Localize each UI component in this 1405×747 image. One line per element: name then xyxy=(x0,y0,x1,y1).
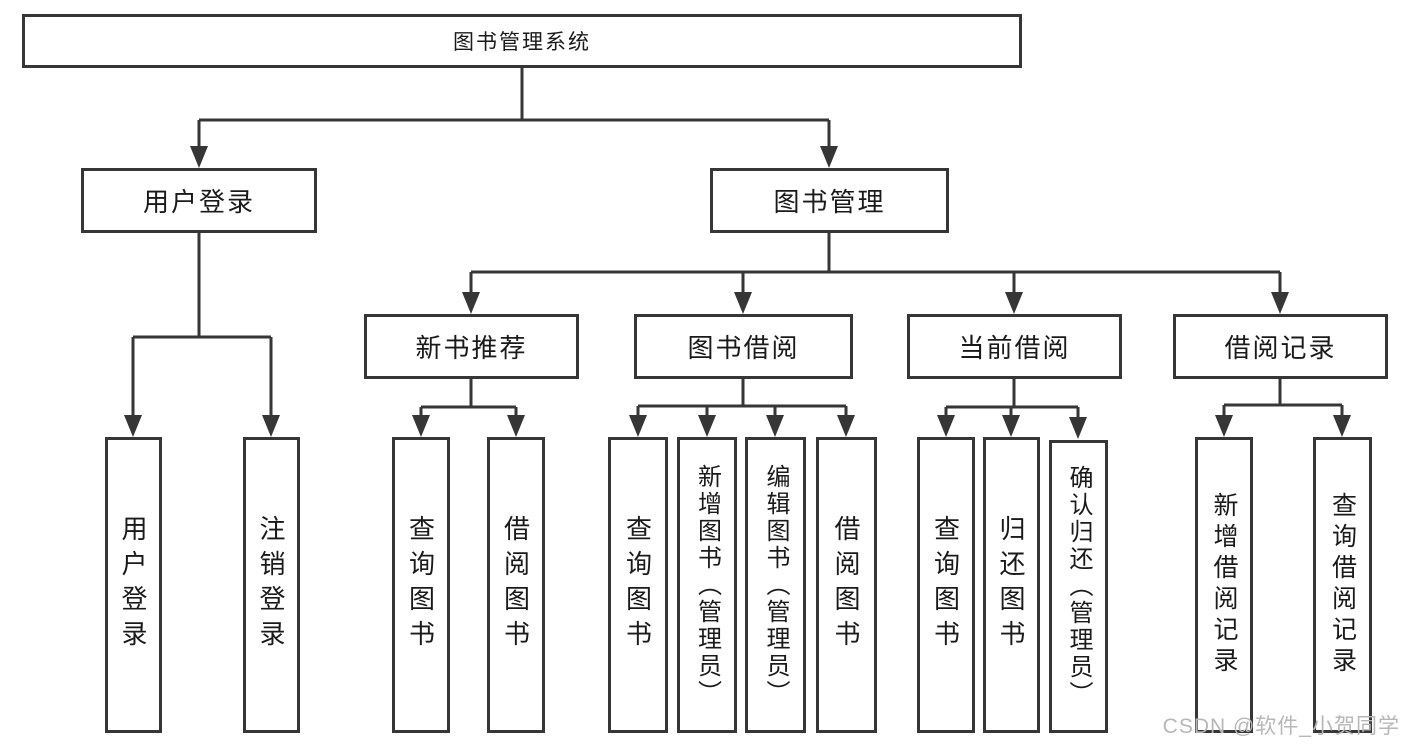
node-library-management-system-label: 图书管理系统 xyxy=(453,31,591,54)
node-return-book: 归还图书 xyxy=(983,437,1040,733)
node-add-borrow-record: 新增借阅记录 xyxy=(1195,437,1253,733)
node-edit-book-admin-label: 编辑图书（管理员） xyxy=(762,463,789,707)
node-book-borrow: 图书借阅 xyxy=(634,314,853,379)
connector-book-borrow-to-children xyxy=(629,379,855,437)
node-current-borrow-label: 当前借阅 xyxy=(958,333,1071,363)
csdn-watermark: CSDN @软件_小贺同学 xyxy=(1162,715,1400,738)
node-query-book-3-label: 查询图书 xyxy=(930,515,961,655)
node-book-management: 图书管理 xyxy=(710,168,949,233)
node-confirm-return-admin-label: 确认归还（管理员） xyxy=(1065,465,1092,708)
node-logout-action-label: 注销登录 xyxy=(256,515,286,655)
node-new-book-recommend-label: 新书推荐 xyxy=(415,333,528,363)
connector-borrow-record-to-children xyxy=(1215,379,1351,437)
node-confirm-return-admin: 确认归还（管理员） xyxy=(1049,440,1108,733)
node-library-management-system: 图书管理系统 xyxy=(22,14,1022,68)
node-user-login: 用户登录 xyxy=(81,168,317,233)
node-query-book-2-label: 查询图书 xyxy=(622,515,653,655)
node-borrow-record-label: 借阅记录 xyxy=(1224,333,1337,363)
node-borrow-record: 借阅记录 xyxy=(1173,314,1388,379)
node-add-book-admin-label: 新增图书（管理员） xyxy=(693,463,721,707)
node-book-borrow-label: 图书借阅 xyxy=(687,333,800,363)
node-user-login-action: 用户登录 xyxy=(105,437,162,733)
node-query-book-1: 查询图书 xyxy=(392,437,450,733)
connector-new-book-to-children xyxy=(412,379,525,437)
node-add-book-admin: 新增图书（管理员） xyxy=(677,437,737,733)
connector-book-management-to-level3 xyxy=(462,233,1289,314)
node-user-login-action-label: 用户登录 xyxy=(118,515,148,655)
node-borrow-book-1-label: 借阅图书 xyxy=(500,515,531,655)
node-query-borrow-record: 查询借阅记录 xyxy=(1313,437,1372,733)
node-borrow-book-2: 借阅图书 xyxy=(816,437,877,733)
node-user-login-label: 用户登录 xyxy=(142,187,255,217)
node-query-book-3: 查询图书 xyxy=(917,437,975,733)
node-current-borrow: 当前借阅 xyxy=(907,314,1122,379)
connector-current-borrow-to-children xyxy=(937,379,1087,439)
node-add-borrow-record-label: 新增借阅记录 xyxy=(1210,492,1238,678)
connector-user-login-to-children xyxy=(124,233,280,437)
connector-root-to-level2 xyxy=(190,68,838,168)
node-query-borrow-record-label: 查询借阅记录 xyxy=(1328,492,1357,678)
node-edit-book-admin: 编辑图书（管理员） xyxy=(745,437,806,733)
node-return-book-label: 归还图书 xyxy=(996,515,1026,655)
node-borrow-book-1: 借阅图书 xyxy=(487,437,545,733)
node-borrow-book-2-label: 借阅图书 xyxy=(831,515,861,655)
node-query-book-1-label: 查询图书 xyxy=(405,515,436,655)
node-logout-action: 注销登录 xyxy=(243,437,300,733)
node-book-management-label: 图书管理 xyxy=(773,187,886,217)
node-query-book-2: 查询图书 xyxy=(608,437,668,733)
node-new-book-recommend: 新书推荐 xyxy=(364,314,579,379)
